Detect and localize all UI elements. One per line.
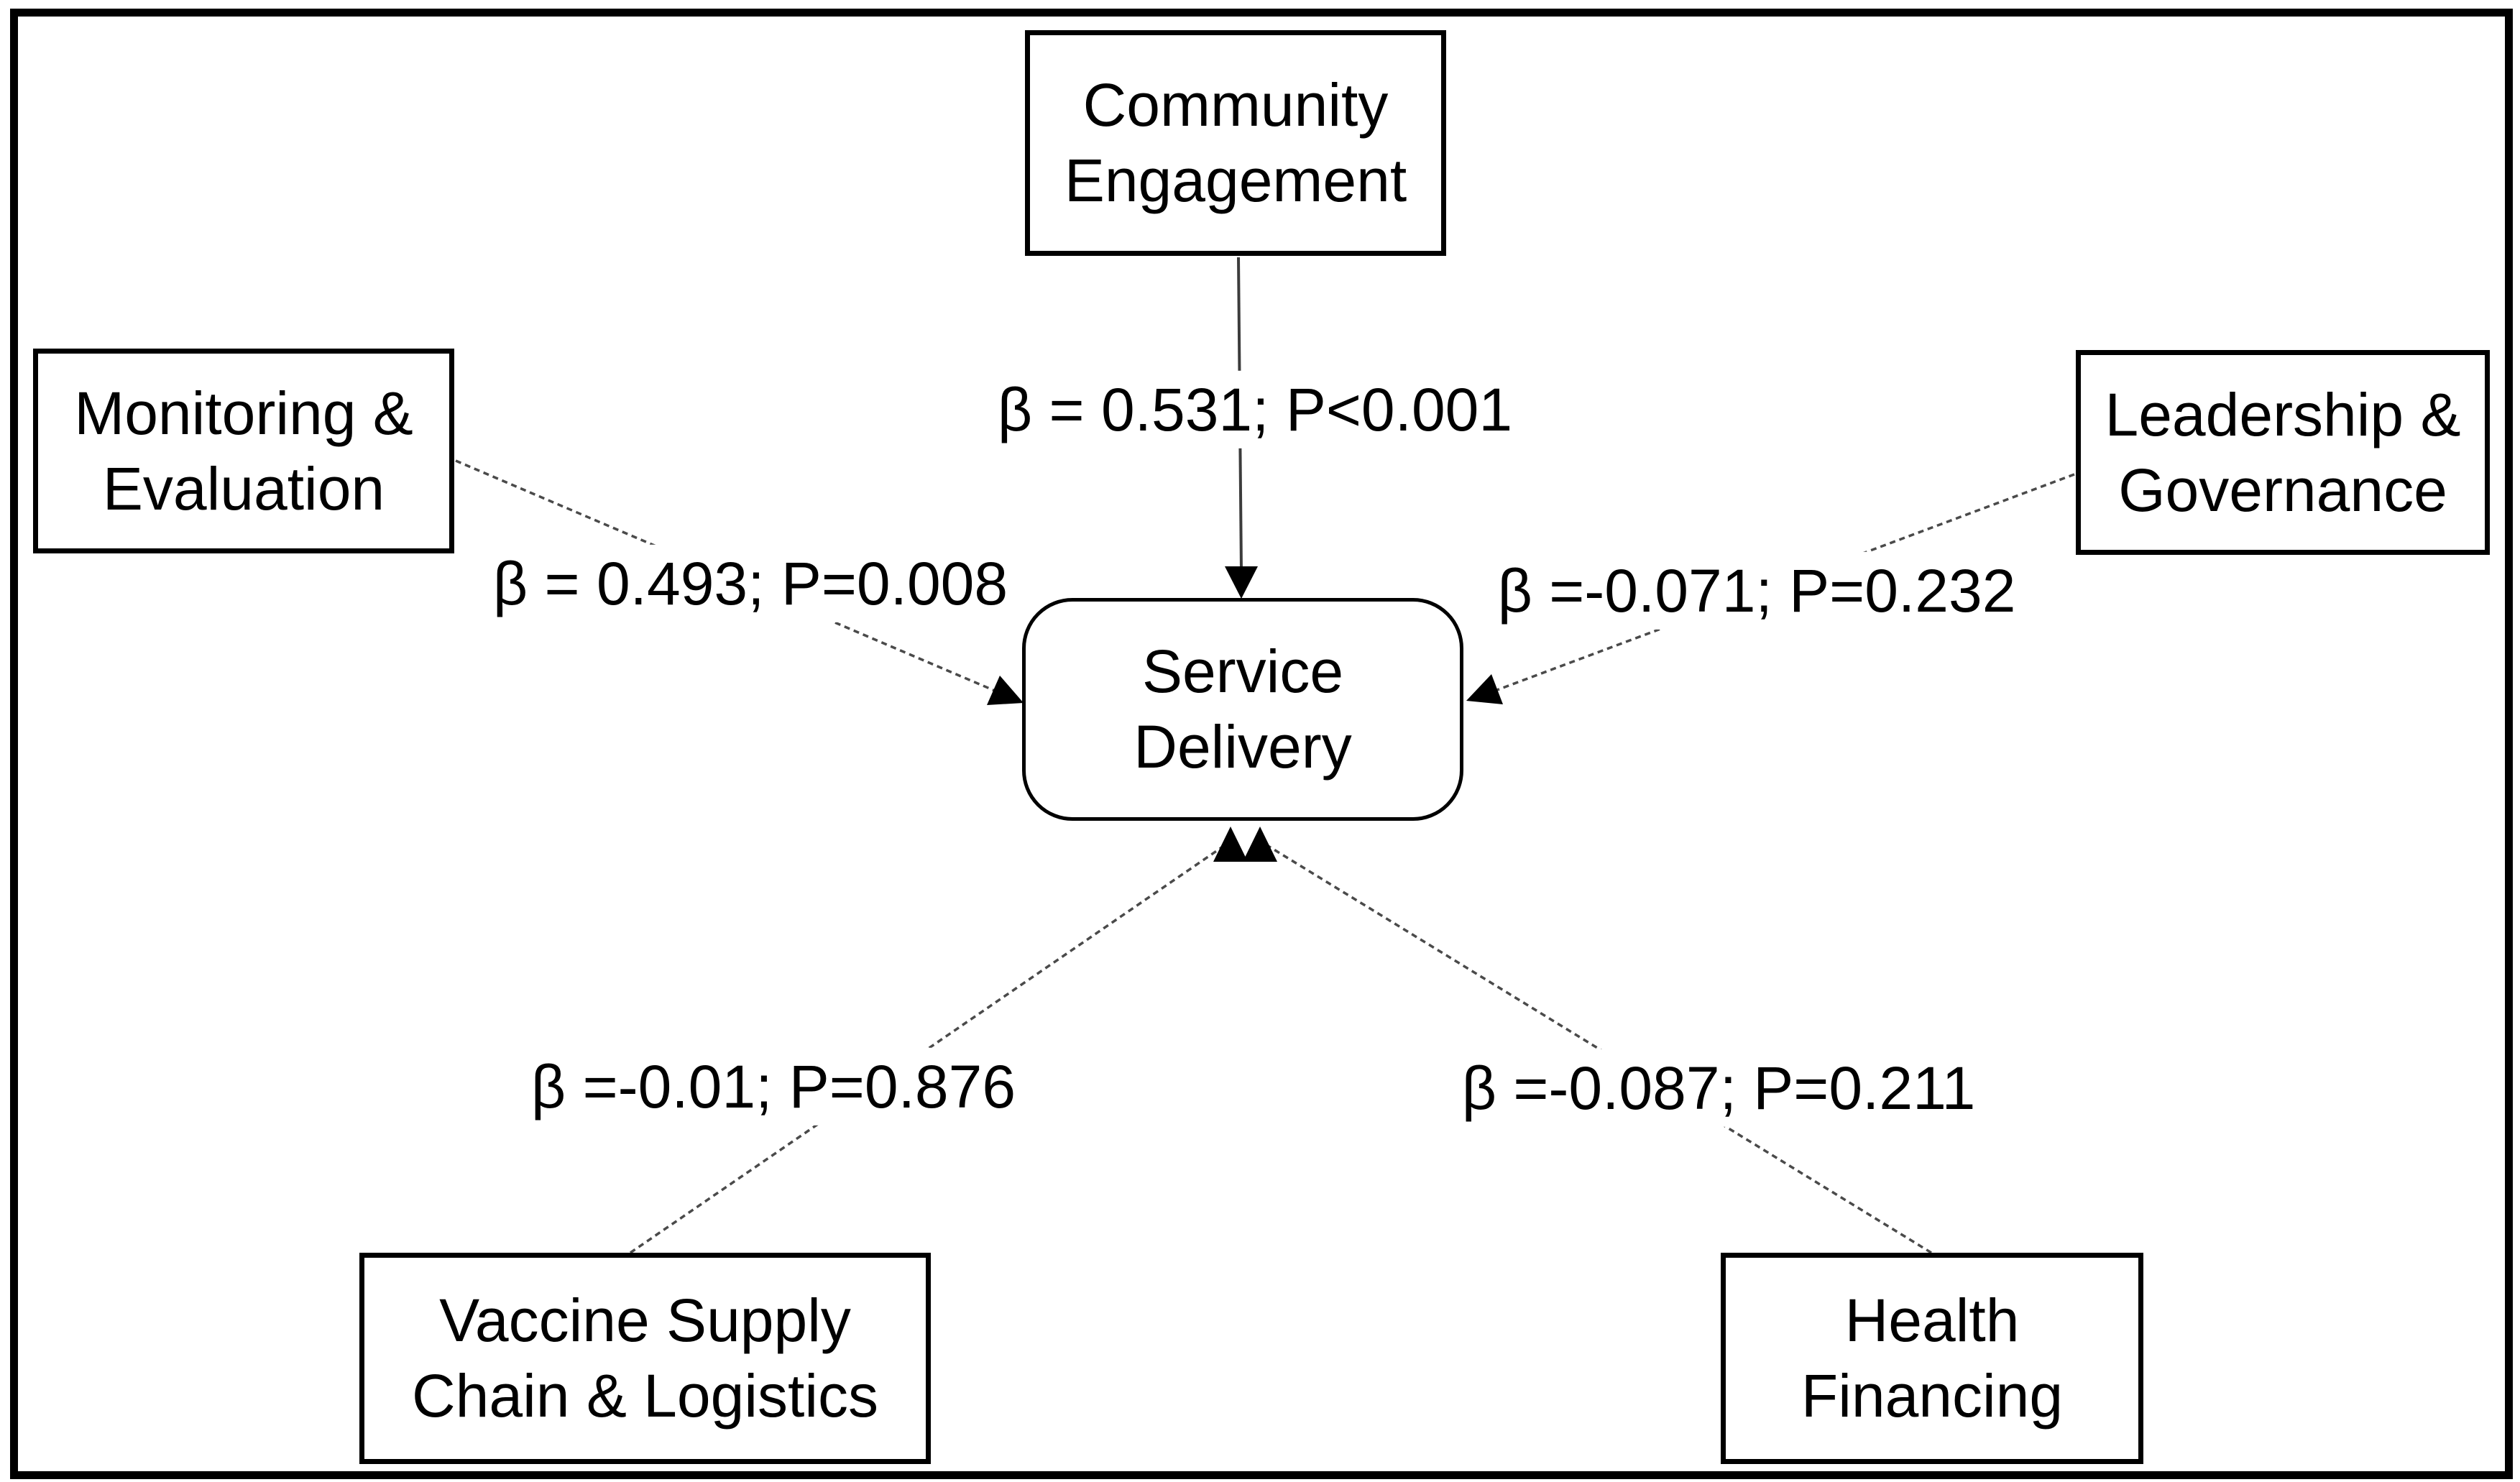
node-label-line: Service (1141, 638, 1344, 705)
node-label-line: Leadership & (2105, 380, 2461, 448)
arrowhead-leadership-governance (1466, 674, 1503, 704)
diagram-outer-frame (10, 9, 2513, 1479)
node-label-line: Governance (2118, 456, 2447, 524)
connector-monitoring-evaluation (455, 459, 1006, 696)
connector-health-financing (1261, 841, 1932, 1254)
node-label-line: Financing (1801, 1362, 2064, 1430)
arrowhead-community-engagement (1225, 566, 1258, 599)
node-label-line: Health (1844, 1287, 2020, 1354)
connector-leadership-governance (1477, 473, 2075, 699)
node-label-line: Monitoring & (74, 379, 413, 447)
node-leadership-governance: Leadership & Governance (2076, 350, 2490, 555)
node-label-line: Delivery (1133, 713, 1352, 781)
path-coefficient-leadership-governance: β =-0.071; P=0.232 (1484, 551, 2029, 630)
node-label-line: Vaccine Supply (439, 1287, 851, 1354)
path-coefficient-monitoring-evaluation: β = 0.493; P=0.008 (479, 544, 1021, 623)
node-label-line: Community (1082, 71, 1389, 139)
arrowhead-vaccine-supply-chain (1213, 827, 1248, 862)
path-coefficient-health-financing: β =-0.087; P=0.211 (1448, 1049, 1989, 1128)
node-vaccine-supply-chain: Vaccine Supply Chain & Logistics (359, 1253, 931, 1464)
arrowhead-monitoring-evaluation (987, 676, 1024, 705)
node-service-delivery: Service Delivery (1022, 598, 1463, 821)
node-label-line: Evaluation (102, 454, 385, 523)
path-coefficient-community-engagement: β = 0.531; P<0.001 (984, 370, 1526, 449)
node-community-engagement: Community Engagement (1025, 30, 1446, 256)
node-label-line: Chain & Logistics (412, 1362, 878, 1430)
arrowhead-health-financing (1243, 827, 1277, 862)
path-coefficient-vaccine-supply-chain: β =-0.01; P=0.876 (518, 1047, 1029, 1126)
connector-vaccine-supply-chain (630, 841, 1230, 1254)
node-monitoring-evaluation: Monitoring & Evaluation (33, 349, 454, 553)
node-label-line: Engagement (1064, 147, 1407, 214)
node-health-financing: Health Financing (1721, 1253, 2143, 1464)
